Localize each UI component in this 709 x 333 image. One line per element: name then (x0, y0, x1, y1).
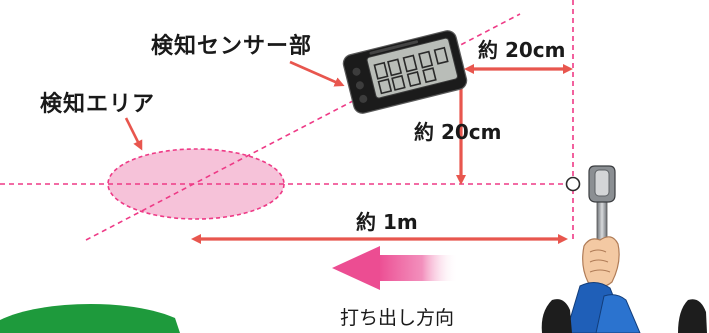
detection-area-label: 検知エリア (40, 92, 156, 117)
long-distance-label: 約 1m (356, 210, 418, 234)
horizontal-distance-label: 約 20cm (478, 38, 566, 62)
sensor-pointer-arrow (289, 60, 345, 87)
detection-area (107, 148, 285, 220)
putter-icon (588, 165, 616, 273)
golf-launch-monitor-icon (342, 30, 468, 114)
sensor-label: 検知センサー部 (151, 34, 313, 59)
grass-area (0, 303, 180, 333)
launch-direction-label: 打ち出し方向 (340, 307, 455, 329)
launch-direction-arrow (332, 246, 458, 290)
golfer-hands-icon (541, 236, 707, 333)
vertical-distance-label: 約 20cm (414, 120, 502, 144)
golf-ball-icon (565, 176, 581, 192)
area-pointer-arrow (124, 117, 143, 151)
